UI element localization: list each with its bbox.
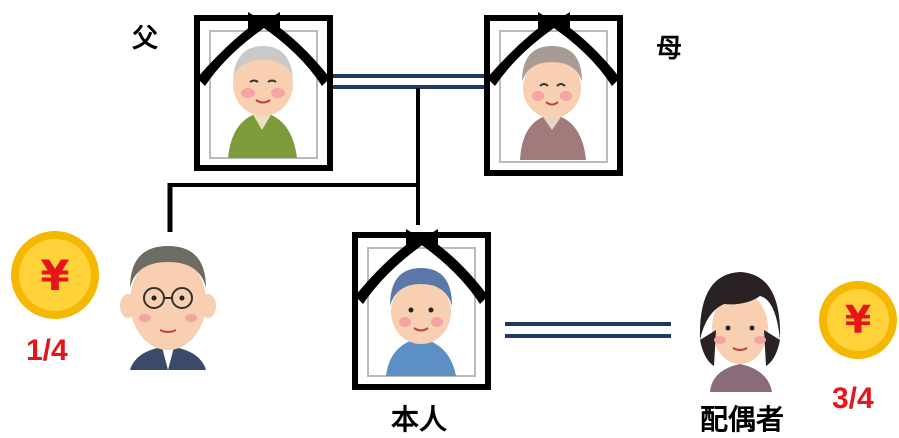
parents-marriage-line [333, 74, 500, 89]
mourning-ribbon-icon [487, 12, 620, 86]
self-spouse-marriage-line [505, 322, 671, 338]
yen-symbol: ¥ [40, 250, 70, 300]
children-branch-line [167, 88, 420, 232]
self-label: 本人 [391, 403, 448, 436]
spouse-share: 3/4 [832, 382, 874, 415]
mother-label: 母 [656, 34, 683, 64]
yen-symbol: ¥ [844, 298, 872, 342]
mourning-ribbon-icon [197, 12, 330, 86]
yen-coin-icon: ¥ [818, 280, 898, 360]
spouse-label: 配偶者 [700, 403, 785, 436]
mourning-ribbon-icon [355, 229, 488, 304]
father-label: 父 [132, 24, 159, 54]
brother-share: 1/4 [26, 334, 68, 367]
yen-coin-icon: ¥ [10, 230, 100, 320]
